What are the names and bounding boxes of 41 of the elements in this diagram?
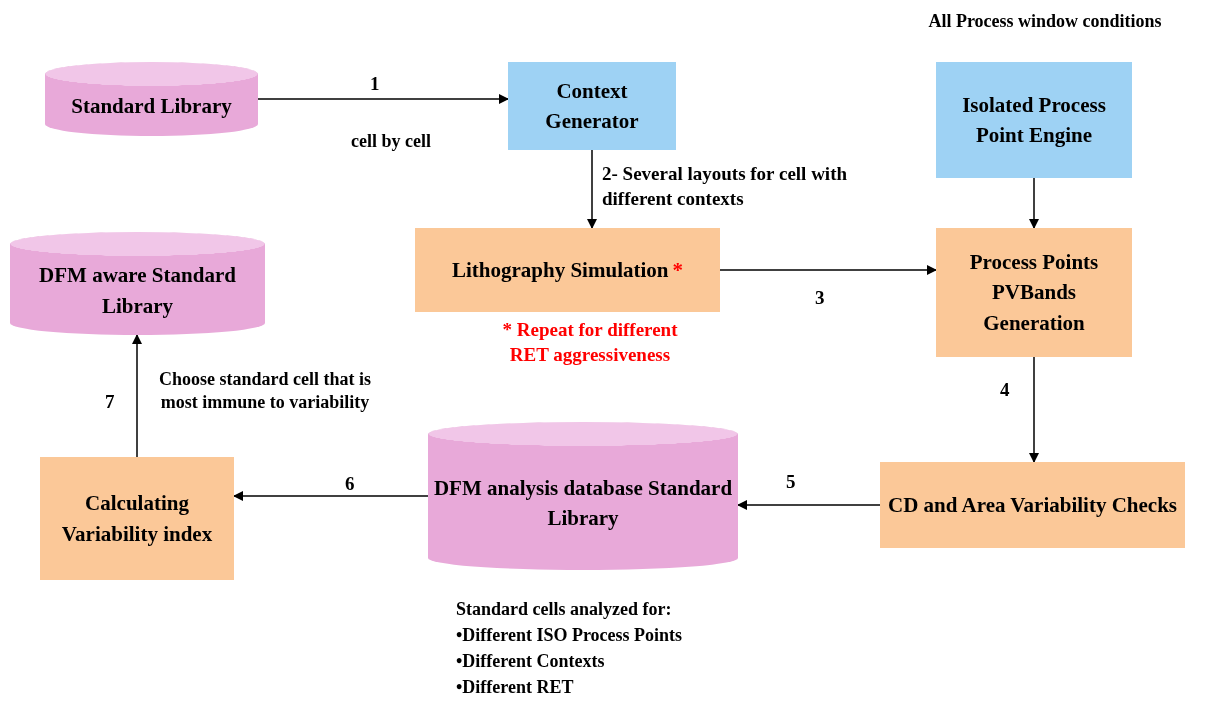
edge-label: 6	[345, 472, 356, 496]
note-text: Choose standard cell that is most immune to variability	[158, 368, 372, 415]
note-text: cell by cell	[350, 130, 432, 153]
database-cylinder	[45, 62, 258, 136]
process-box	[880, 462, 1185, 548]
arrow	[1029, 177, 1039, 229]
node-text: Isolated Process Point Engine	[962, 92, 1106, 147]
node-text: Lithography Simulation	[452, 257, 669, 282]
edge-label: 1	[370, 72, 381, 96]
node-text: DFM analysis database Standard Library	[433, 475, 733, 530]
node-text: CD and Area Variability Checks	[888, 492, 1177, 517]
arrow	[737, 500, 881, 510]
arrow	[1029, 356, 1039, 463]
edge-label: 3	[815, 286, 826, 310]
list-text: •Different ISO Process Points	[456, 624, 684, 647]
note-text: All Process window conditions	[927, 10, 1163, 33]
edge-label: 5	[786, 470, 797, 494]
process-box	[936, 228, 1132, 357]
process-box	[40, 457, 234, 580]
process-box	[936, 62, 1132, 178]
node-text: DFM aware Standard Library	[39, 263, 236, 318]
asterisk-mark: *	[672, 257, 683, 282]
edge-label: 4	[1000, 378, 1011, 402]
process-box	[508, 62, 676, 150]
edge-label: 7	[105, 390, 116, 414]
list-text: Standard cells analyzed for:	[456, 598, 673, 621]
arrow	[719, 265, 937, 275]
edge-label: 2- Several layouts for cell with different contexts	[602, 162, 849, 211]
database-cylinder	[428, 422, 738, 570]
node-text: Calculating Variability index	[61, 491, 213, 546]
node-text: Context Generator	[545, 78, 639, 133]
node-text: Process Points PVBands Generation	[969, 249, 1099, 335]
arrow	[587, 149, 597, 229]
arrow	[257, 94, 509, 104]
footnote-text: * Repeat for different RET aggressiveness	[501, 318, 679, 367]
arrow	[132, 334, 142, 458]
list-text: •Different RET	[456, 676, 575, 699]
arrow	[233, 491, 429, 501]
database-cylinder	[10, 232, 265, 335]
node-text: Standard Library	[71, 93, 232, 118]
list-text: •Different Contexts	[456, 650, 606, 673]
